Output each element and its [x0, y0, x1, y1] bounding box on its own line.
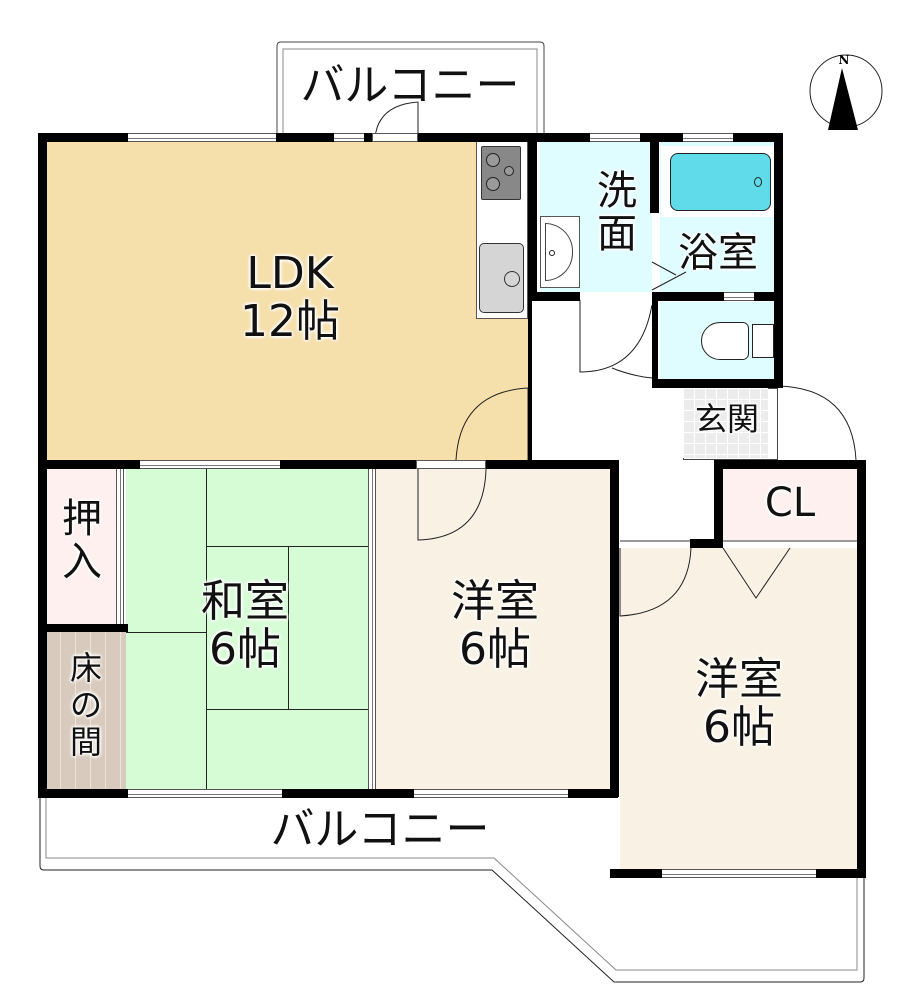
label-tokonoma: 床 の 間 [46, 650, 126, 760]
label-entrance: 玄関 [694, 400, 759, 438]
label-oshiire-2: 入 [62, 539, 102, 586]
label-bathroom: 浴室 [678, 230, 758, 276]
label-closet-cl: CL [764, 480, 816, 526]
kitchen-sink-icon [479, 243, 524, 313]
label-tokonoma-2: の [69, 685, 102, 724]
label-yoshitsu-center-name: 洋室 [451, 576, 539, 627]
wall [774, 133, 783, 388]
window-bathroom [683, 133, 733, 142]
tatami-line [288, 546, 289, 709]
label-ldk-name: LDK [246, 248, 334, 299]
label-tokonoma-3: 間 [69, 722, 102, 761]
tatami-line [206, 469, 207, 789]
label-balcony-top: バルコニー [300, 60, 520, 111]
toilet-icon [701, 322, 749, 360]
label-washitsu: 和室 6帖 [170, 578, 320, 673]
room-tokonoma [46, 632, 126, 789]
label-ldk-size: 12帖 [240, 295, 340, 347]
tatami-line [126, 632, 206, 633]
room-washitsu [126, 469, 368, 789]
room-oshiire [46, 469, 118, 624]
wall [714, 460, 866, 469]
door-yoshitsu-center-top [416, 460, 486, 469]
wall [652, 292, 658, 388]
room-yoshitsu-center [376, 469, 610, 789]
toilet-tank-icon [752, 324, 774, 358]
wall [38, 133, 540, 142]
room-yoshitsu-right [620, 548, 858, 870]
washbasin-icon [540, 216, 580, 288]
label-balcony-bottom: バルコニー [270, 804, 490, 855]
wall [610, 460, 619, 797]
window-toilet-vent [724, 292, 754, 301]
room-closet-cl [722, 468, 858, 540]
label-washroom-1: 洗 [597, 168, 637, 214]
window-washitsu-top [140, 460, 280, 469]
label-yoshitsu-right-size: 6帖 [703, 701, 775, 753]
label-washitsu-name: 和室 [201, 576, 289, 627]
wall [528, 301, 532, 463]
label-oshiire-1: 押 [62, 496, 102, 542]
window-ldk-top [128, 133, 276, 142]
washitsu-sliding-door [368, 469, 376, 789]
label-oshiire: 押 入 [46, 496, 118, 586]
compass-north-label: N [838, 53, 850, 67]
wall [650, 133, 659, 213]
entrance-tiles [683, 388, 768, 458]
wall [528, 133, 537, 301]
label-yoshitsu-center: 洋室 6帖 [420, 578, 570, 673]
window-washroom [590, 133, 640, 142]
wall [714, 460, 723, 548]
label-washroom: 洗 面 [582, 168, 652, 258]
label-yoshitsu-center-size: 6帖 [459, 623, 531, 675]
window-washitsu-bottom [128, 789, 282, 798]
wall [532, 292, 580, 301]
compass-icon [808, 53, 884, 129]
tatami-line [206, 546, 368, 547]
label-washitsu-size: 6帖 [209, 623, 281, 675]
window-yoshitsu-right-bottom [662, 869, 816, 878]
wall [38, 789, 618, 798]
door-balcony-top [372, 133, 418, 142]
window-yoshitsu-center-bottom [414, 789, 568, 798]
wall [38, 624, 128, 632]
label-ldk: LDK 12帖 [200, 250, 380, 345]
wall [690, 539, 722, 548]
wall [857, 460, 866, 878]
stove-icon [481, 146, 521, 200]
room-ldk [46, 141, 532, 462]
label-yoshitsu-right-name: 洋室 [695, 654, 783, 705]
label-washroom-2: 面 [597, 211, 637, 258]
oshiire-sliding-door [116, 469, 124, 624]
bathtub-icon [670, 153, 771, 211]
label-yoshitsu-right: 洋室 6帖 [664, 656, 814, 751]
tatami-line [206, 709, 368, 710]
window-ldk-top-small [334, 133, 364, 142]
wall [486, 460, 618, 469]
wall [652, 379, 783, 388]
label-tokonoma-1: 床 [69, 649, 102, 687]
wall [652, 292, 782, 301]
